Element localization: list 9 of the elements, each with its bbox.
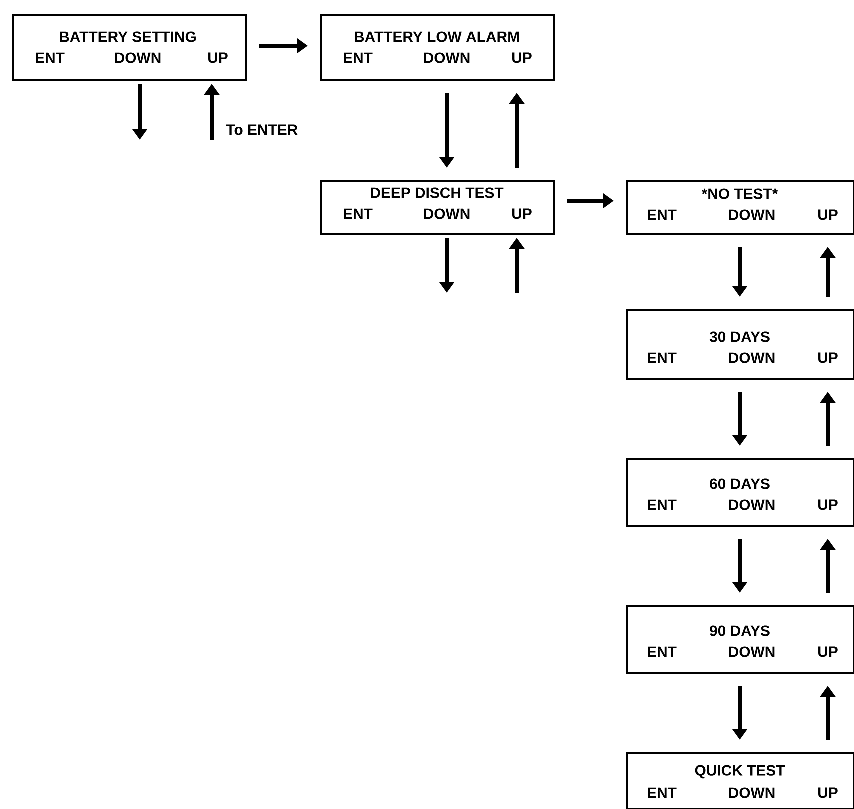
display-box: 30 DAYS ENT DOWN UP xyxy=(626,309,854,380)
display-box: DEEP DISCH TEST ENT DOWN UP xyxy=(320,180,555,235)
edge-label: To ENTER xyxy=(225,124,300,136)
display-box: BATTERY LOW ALARM ENT DOWN UP xyxy=(320,14,555,81)
display-box: *NO TEST* ENT DOWN UP xyxy=(626,180,854,235)
display-box: BATTERY SETTING ENT DOWN UP xyxy=(12,14,247,81)
display-box: QUICK TEST ENT DOWN UP xyxy=(626,752,854,809)
display-box: 90 DAYS ENT DOWN UP xyxy=(626,605,854,674)
display-box: 60 DAYS ENT DOWN UP xyxy=(626,458,854,527)
